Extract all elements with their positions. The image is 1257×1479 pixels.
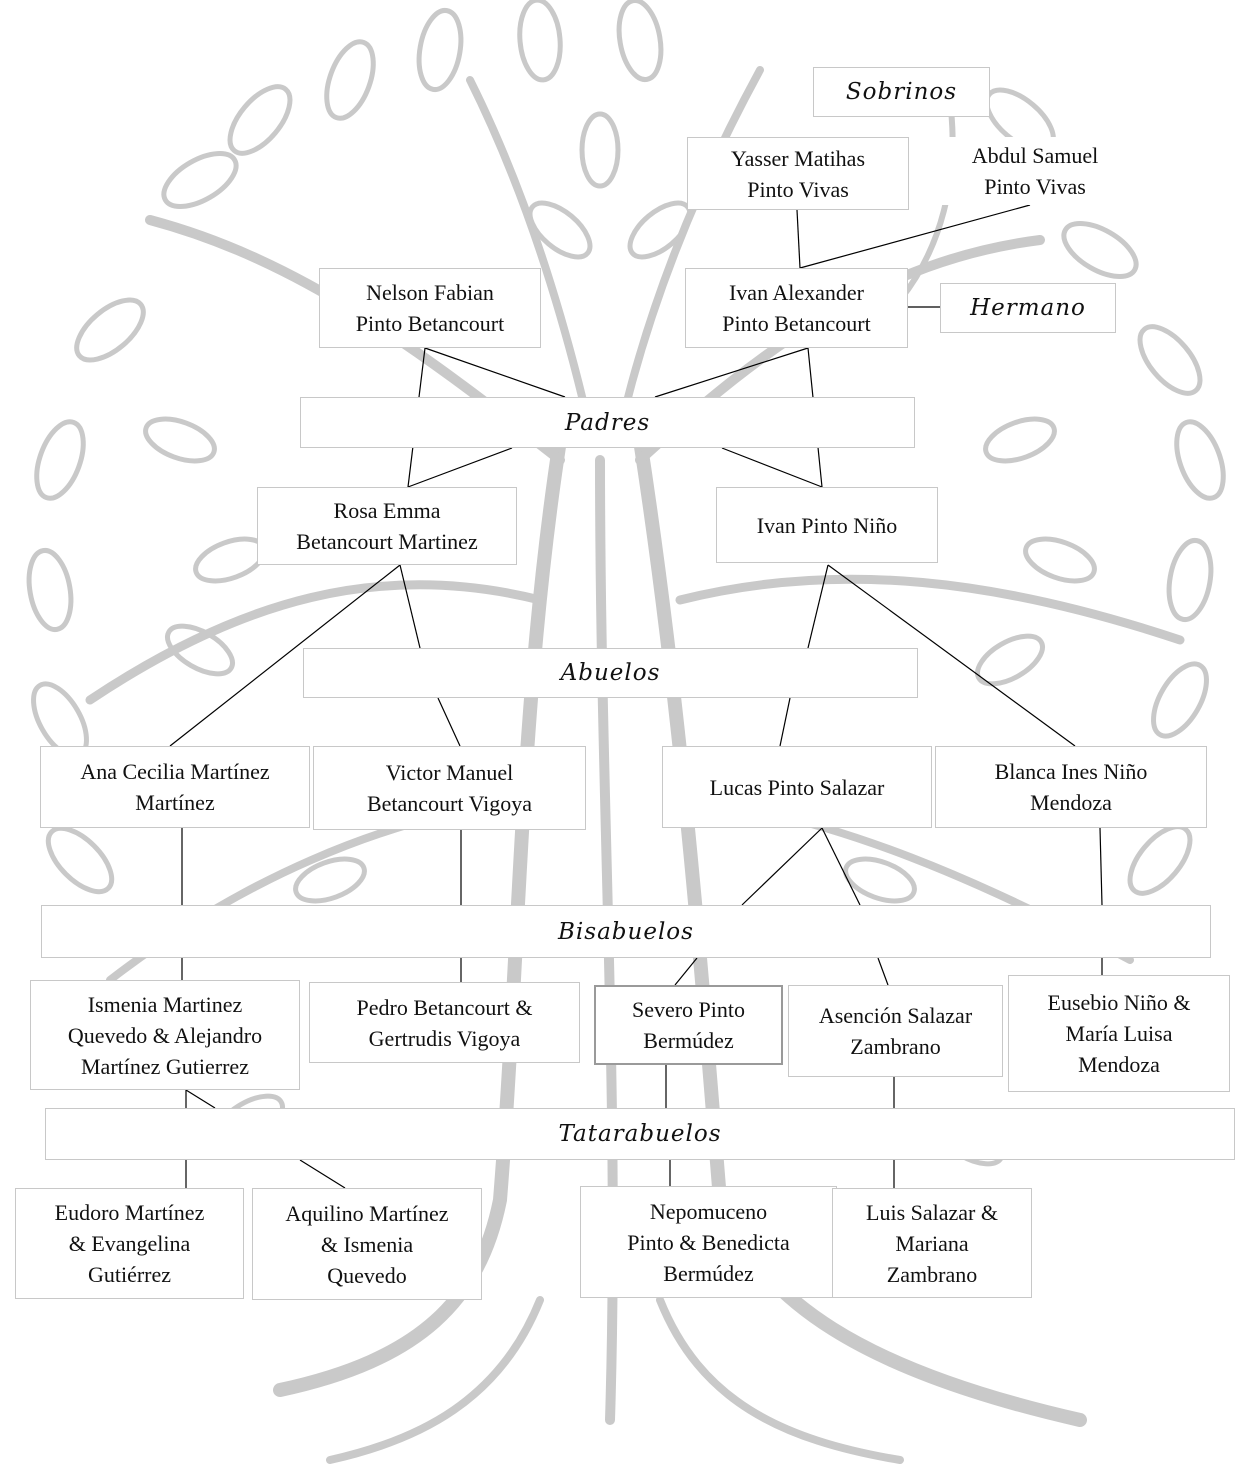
generation-label-sobrinos: Sobrinos [813, 67, 990, 117]
person-card-ana-cecilia-martinez-martinez: Ana Cecilia Martínez Martínez [40, 746, 310, 828]
generation-label-bisabuelos: Bisabuelos [41, 905, 1211, 958]
person-card-blanca-ines-nino-mendoza: Blanca Ines Niño Mendoza [935, 746, 1207, 828]
person-card-victor-manuel-betancourt-vigoya: Victor Manuel Betancourt Vigoya [313, 746, 586, 830]
person-card-lucas-pinto-salazar: Lucas Pinto Salazar [662, 746, 932, 828]
person-card-abdul-samuel-pinto-vivas: Abdul Samuel Pinto Vivas [920, 137, 1150, 205]
generation-label-abuelos: Abuelos [303, 648, 918, 698]
person-card-ivan-pinto-nino: Ivan Pinto Niño [716, 487, 938, 563]
person-card-severo-pinto-bermudez: Severo Pinto Bermúdez [594, 985, 783, 1065]
person-card-eudoro-martinez-evangelina-gutierrez: Eudoro Martínez & Evangelina Gutiérrez [15, 1188, 244, 1299]
person-card-ismenia-martinez-quevedo-alejandro-martinez-gutierrez: Ismenia Martinez Quevedo & Alejandro Mar… [30, 980, 300, 1090]
generation-label-hermano: Hermano [940, 283, 1116, 333]
generation-label-tatarabuelos: Tatarabuelos [45, 1108, 1235, 1160]
person-card-rosa-emma-betancourt-martinez: Rosa Emma Betancourt Martinez [257, 487, 517, 565]
person-card-yasser-matihas-pinto-vivas: Yasser Matihas Pinto Vivas [687, 137, 909, 210]
person-card-eusebio-nino-maria-luisa-mendoza: Eusebio Niño & María Luisa Mendoza [1008, 975, 1230, 1092]
person-card-aquilino-martinez-ismenia-quevedo: Aquilino Martínez & Ismenia Quevedo [252, 1188, 482, 1300]
generation-label-padres: Padres [300, 397, 915, 448]
person-card-asencion-salazar-zambrano: Asención Salazar Zambrano [788, 985, 1003, 1077]
person-card-luis-salazar-mariana-zambrano: Luis Salazar & Mariana Zambrano [832, 1188, 1032, 1298]
person-card-nepomuceno-pinto-benedicta-bermudez: Nepomuceno Pinto & Benedicta Bermúdez [580, 1186, 837, 1298]
person-card-pedro-betancourt-gertrudis-vigoya: Pedro Betancourt & Gertrudis Vigoya [309, 982, 580, 1063]
person-card-nelson-fabian-pinto-betancourt: Nelson Fabian Pinto Betancourt [319, 268, 541, 348]
person-card-ivan-alexander-pinto-betancourt: Ivan Alexander Pinto Betancourt [685, 268, 908, 348]
